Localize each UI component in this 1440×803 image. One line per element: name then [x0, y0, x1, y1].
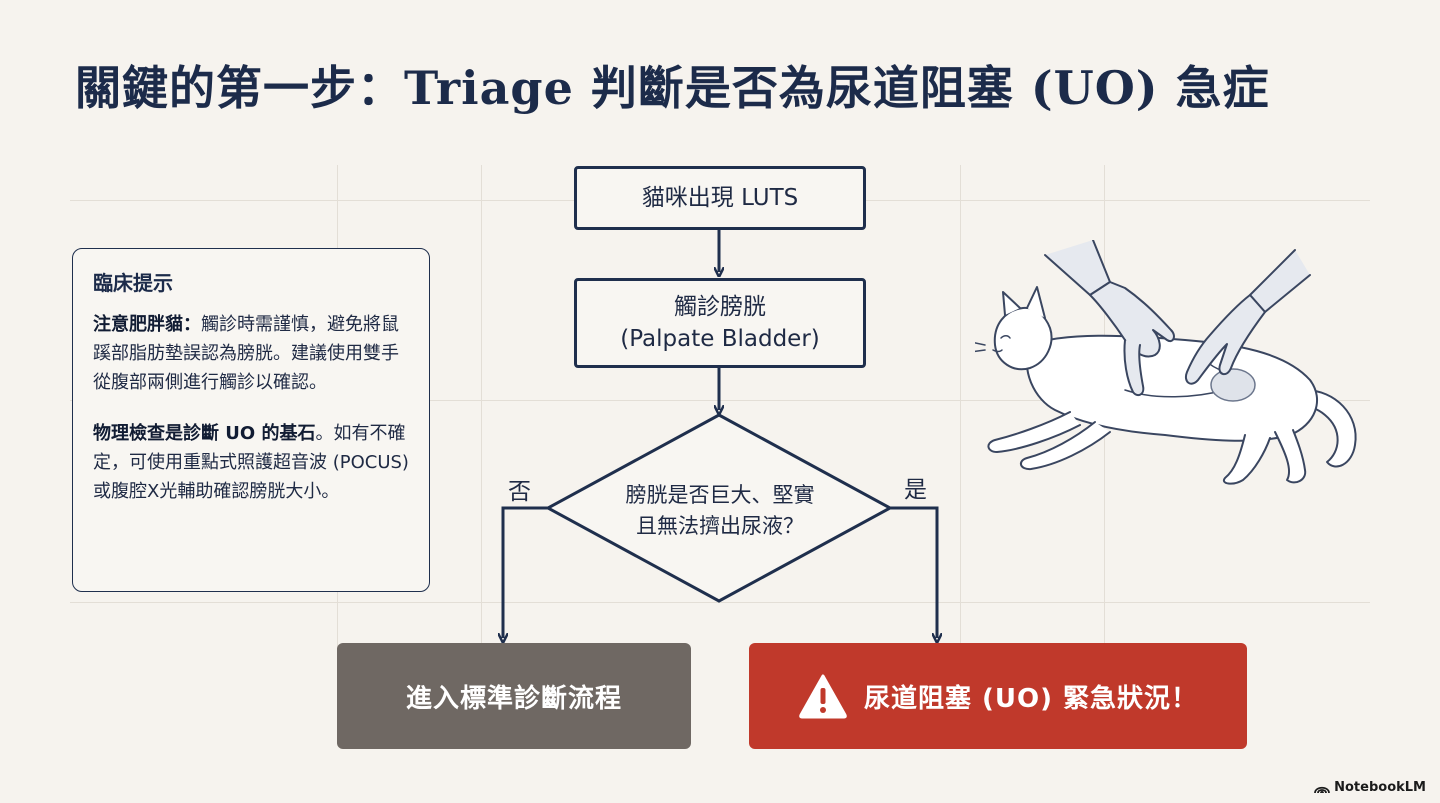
grid-line: [960, 165, 961, 685]
watermark-text: NotebookLM: [1334, 780, 1426, 795]
grid-line: [70, 602, 1370, 603]
standard-diagnosis-label: 進入標準診斷流程: [405, 683, 622, 714]
grid-line: [481, 165, 482, 685]
tip-physical-exam-text: 。如有不確定，可使用重點式照護超音波 (POCUS) 或腹腔X光輔助確認膀胱大小…: [93, 423, 409, 502]
arrow-no-branch: [503, 506, 548, 638]
step-palpate-line2: (Palpate Bladder): [620, 326, 820, 352]
tip-obese-cat: 注意肥胖貓：觸診時需謹慎，避免將鼠蹊部脂肪墊誤認為膀胱。建議使用雙手從腹部兩側進…: [93, 310, 409, 397]
no-label: 否: [508, 479, 531, 505]
page-title: 關鍵的第一步：Triage 判斷是否為尿道阻塞 (UO) 急症: [75, 61, 1270, 115]
clinical-tips-heading: 臨床提示: [93, 271, 173, 295]
step-luts: 貓咪出現 LUTS: [574, 166, 866, 230]
step-luts-label: 貓咪出現 LUTS: [641, 185, 799, 211]
notebooklm-logo-icon: [1314, 786, 1331, 793]
tip-physical-exam-bold: 物理檢查是診斷 UO 的基石: [93, 423, 316, 444]
decision-question: 膀胱是否巨大、堅實 且無法擠出尿液？: [560, 480, 880, 542]
step-palpate-line1: 觸診膀胱: [674, 294, 766, 320]
tip-obese-cat-text: 觸診時需謹慎，避免將鼠蹊部脂肪墊誤認為膀胱。建議使用雙手從腹部兩側進行觸診以確認…: [93, 314, 399, 393]
decision-line1: 膀胱是否巨大、堅實: [625, 483, 815, 507]
notebooklm-watermark: NotebookLM: [1314, 780, 1426, 795]
standard-diagnosis-box: 進入標準診斷流程: [337, 643, 691, 749]
tip-physical-exam: 物理檢查是診斷 UO 的基石。如有不確定，可使用重點式照護超音波 (POCUS)…: [93, 419, 409, 506]
cat-bladder-palpation-illustration: [975, 240, 1357, 485]
clinical-tips-panel: 臨床提示 注意肥胖貓：觸診時需謹慎，避免將鼠蹊部脂肪墊誤認為膀胱。建議使用雙手從…: [72, 248, 430, 592]
decision-diamond: [544, 413, 894, 603]
warning-triangle-icon: [799, 674, 847, 719]
uo-emergency-box: 尿道阻塞 (UO) 緊急狀況！: [749, 643, 1247, 749]
decision-line2: 且無法擠出尿液？: [636, 514, 804, 538]
uo-emergency-label: 尿道阻塞 (UO) 緊急狀況！: [863, 683, 1199, 714]
tip-obese-cat-bold: 注意肥胖貓：: [93, 314, 201, 335]
step-palpate-bladder: 觸診膀胱 (Palpate Bladder): [574, 278, 866, 368]
arrow-yes-branch: [890, 506, 937, 638]
yes-label: 是: [904, 477, 927, 503]
